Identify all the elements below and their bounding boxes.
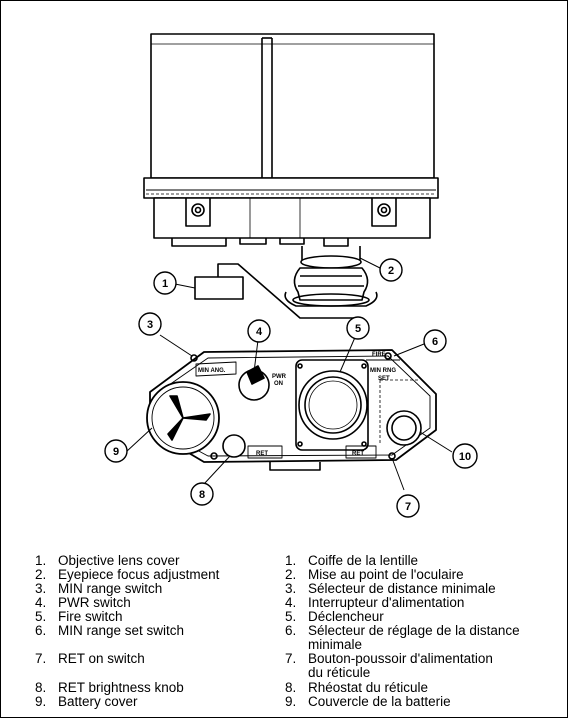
callout-9: 9 — [104, 439, 128, 463]
on-label: ON — [274, 381, 283, 387]
callout-5: 5 — [346, 316, 370, 340]
sight-housing — [143, 33, 439, 247]
control-panel — [146, 349, 437, 471]
ret-label-right: RET — [352, 451, 364, 457]
svg-text:5: 5 — [355, 323, 361, 335]
svg-text:8: 8 — [199, 489, 205, 501]
svg-text:1: 1 — [162, 278, 168, 290]
min-rng-label: MIN RNG — [370, 368, 396, 374]
callout-10: 10 — [452, 443, 478, 469]
pwr-label: PWR — [272, 374, 287, 380]
svg-text:4: 4 — [256, 326, 263, 338]
callout-3: 3 — [138, 312, 162, 336]
ret-label-left: RET — [256, 451, 268, 457]
objective-lens-cover — [194, 263, 360, 319]
callout-8: 8 — [190, 482, 214, 506]
svg-text:3: 3 — [147, 319, 153, 331]
set-label: SET — [378, 376, 390, 382]
svg-text:6: 6 — [432, 336, 438, 348]
legend-french: 1. Coiffe de la lentille 2. Mise au poin… — [285, 553, 520, 709]
device-diagram: MIN ANG. PWR ON FIRE MIN RNG SET RET RET… — [104, 33, 478, 518]
callout-2: 2 — [379, 258, 403, 282]
callout-1: 1 — [153, 271, 177, 295]
fire-label: FIRE — [372, 352, 386, 358]
svg-text:10: 10 — [459, 451, 471, 463]
legend-english: 1. Objective lens cover 2. Eyepiece focu… — [35, 553, 220, 709]
leader-lines — [125, 257, 453, 491]
svg-text:7: 7 — [405, 501, 411, 513]
callout-4: 4 — [247, 319, 271, 343]
callout-7: 7 — [396, 494, 420, 518]
callout-6: 6 — [423, 329, 447, 353]
eyepiece — [284, 246, 378, 307]
svg-text:9: 9 — [113, 446, 119, 458]
svg-text:2: 2 — [388, 265, 394, 277]
min-ang-label: MIN ANG. — [198, 368, 226, 374]
